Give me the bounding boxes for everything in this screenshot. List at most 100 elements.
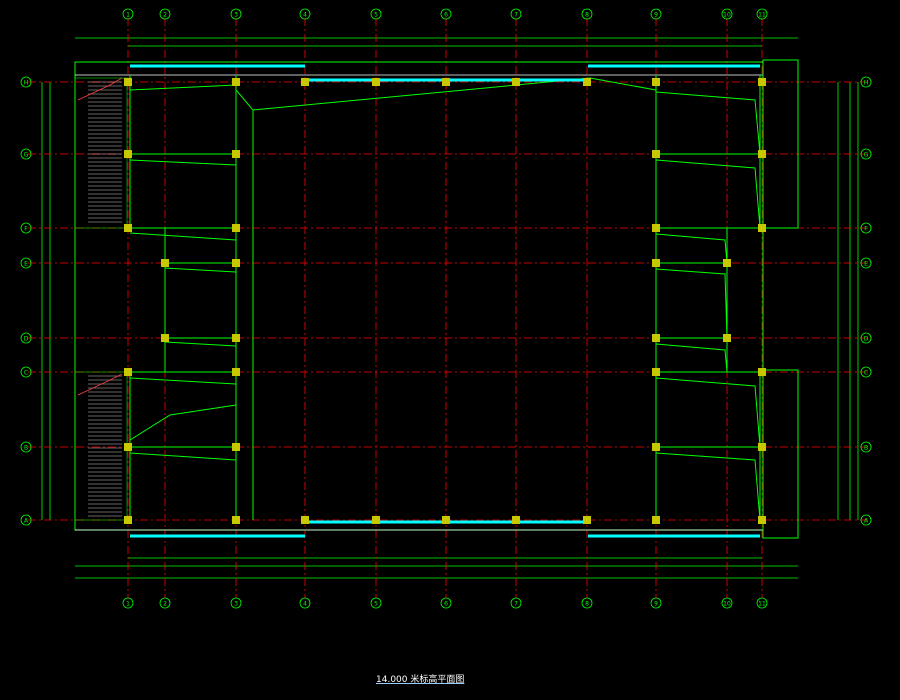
axis-bubble-circle — [159, 8, 171, 20]
structural-column — [512, 78, 520, 86]
axis-bubble-circle — [20, 514, 32, 526]
col-bubble-top-5: 5 — [370, 8, 382, 20]
col-bubble-bottom-5: 5 — [370, 597, 382, 609]
col-bubble-bottom-3: 3 — [230, 597, 242, 609]
structural-column — [512, 516, 520, 524]
col-bubble-top-3: 3 — [230, 8, 242, 20]
axis-bubble-label: H — [24, 80, 29, 87]
plan-title: 14.000 米标高平面图 — [376, 675, 465, 685]
col-bubble-top-6: 6 — [440, 8, 452, 20]
col-bubble-top-10: 10 — [721, 8, 733, 20]
structural-column — [232, 443, 240, 451]
structural-column — [232, 368, 240, 376]
axis-bubble-circle — [581, 597, 593, 609]
stair-arrow — [77, 77, 123, 101]
axis-bubble-label: 7 — [514, 601, 518, 608]
axis-bubble-label: 10 — [723, 12, 731, 19]
row-bubble-left-F: F — [20, 222, 32, 234]
axis-bubble-circle — [370, 597, 382, 609]
row-bubble-right-H: H — [860, 76, 872, 88]
axis-bubble-circle — [20, 441, 32, 453]
structural-column — [758, 150, 766, 158]
structural-column — [652, 78, 660, 86]
col-bubble-bottom-9: 9 — [650, 597, 662, 609]
structural-column — [232, 259, 240, 267]
axis-bubble-circle — [860, 514, 872, 526]
structural-column — [652, 150, 660, 158]
structural-column — [301, 516, 309, 524]
structural-column — [232, 224, 240, 232]
col-bubble-bottom-1: 1 — [122, 597, 134, 609]
axis-bubble-circle — [510, 8, 522, 20]
axis-bubble-circle — [860, 76, 872, 88]
axis-bubble-label: 5 — [374, 601, 378, 608]
col-bubble-top-9: 9 — [650, 8, 662, 20]
structural-column — [652, 259, 660, 267]
structural-column — [124, 516, 132, 524]
row-bubble-right-E: E — [860, 257, 872, 269]
axis-bubble-label: 1 — [126, 601, 130, 608]
col-bubble-bottom-10: 10 — [721, 597, 733, 609]
axis-bubble-circle — [299, 8, 311, 20]
axis-bubble-circle — [230, 8, 242, 20]
row-bubble-left-H: H — [20, 76, 32, 88]
axis-bubble-label: H — [864, 80, 869, 87]
structural-column — [652, 224, 660, 232]
col-bubble-top-7: 7 — [510, 8, 522, 20]
axis-bubble-label: 6 — [444, 12, 448, 19]
col-bubble-top-4: 4 — [299, 8, 311, 20]
axis-bubble-label: 11 — [758, 601, 766, 608]
axis-bubble-label: G — [864, 152, 869, 159]
structural-column — [723, 259, 731, 267]
structural-column — [124, 78, 132, 86]
axis-bubble-label: F — [864, 226, 868, 233]
axis-bubble-circle — [510, 597, 522, 609]
col-bubble-top-1: 1 — [122, 8, 134, 20]
structural-column — [124, 150, 132, 158]
axis-bubble-label: 11 — [758, 12, 766, 19]
axis-bubble-circle — [122, 597, 134, 609]
axis-bubble-label: A — [864, 518, 869, 525]
structural-column — [232, 78, 240, 86]
axis-bubble-circle — [860, 257, 872, 269]
axis-bubble-label: 4 — [303, 12, 307, 19]
axis-bubble-circle — [650, 8, 662, 20]
dimension-lines — [41, 37, 859, 579]
row-bubble-left-B: B — [20, 441, 32, 453]
axis-bubble-label: E — [24, 261, 28, 268]
structural-column — [161, 259, 169, 267]
axis-bubble-circle — [20, 332, 32, 344]
axis-bubble-circle — [20, 257, 32, 269]
col-bubble-bottom-6: 6 — [440, 597, 452, 609]
axis-bubble-label: E — [864, 261, 868, 268]
structural-column — [758, 443, 766, 451]
structural-column — [442, 78, 450, 86]
axis-bubble-label: A — [24, 518, 29, 525]
axis-bubble-circle — [650, 597, 662, 609]
structural-column — [442, 516, 450, 524]
axis-bubble-label: D — [864, 336, 869, 343]
axis-bubble-circle — [20, 148, 32, 160]
axis-bubble-circle — [860, 222, 872, 234]
col-bubble-top-11: 11 — [756, 8, 768, 20]
axis-bubble-circle — [721, 597, 733, 609]
col-bubble-top-8: 8 — [581, 8, 593, 20]
row-bubble-right-B: B — [860, 441, 872, 453]
columns — [124, 78, 766, 524]
axis-bubble-label: 4 — [303, 601, 307, 608]
structural-column — [652, 516, 660, 524]
structural-column — [124, 224, 132, 232]
axis-bubble-circle — [159, 597, 171, 609]
row-bubble-left-A: A — [20, 514, 32, 526]
axis-bubble-label: C — [24, 370, 28, 377]
structural-column — [372, 516, 380, 524]
axis-bubble-circle — [756, 597, 768, 609]
row-bubble-right-F: F — [860, 222, 872, 234]
axis-bubble-circle — [230, 597, 242, 609]
axis-bubble-label: 6 — [444, 601, 448, 608]
axis-bubble-label: 8 — [585, 12, 589, 19]
structural-column — [758, 368, 766, 376]
axis-bubble-label: F — [24, 226, 28, 233]
structural-column — [758, 224, 766, 232]
